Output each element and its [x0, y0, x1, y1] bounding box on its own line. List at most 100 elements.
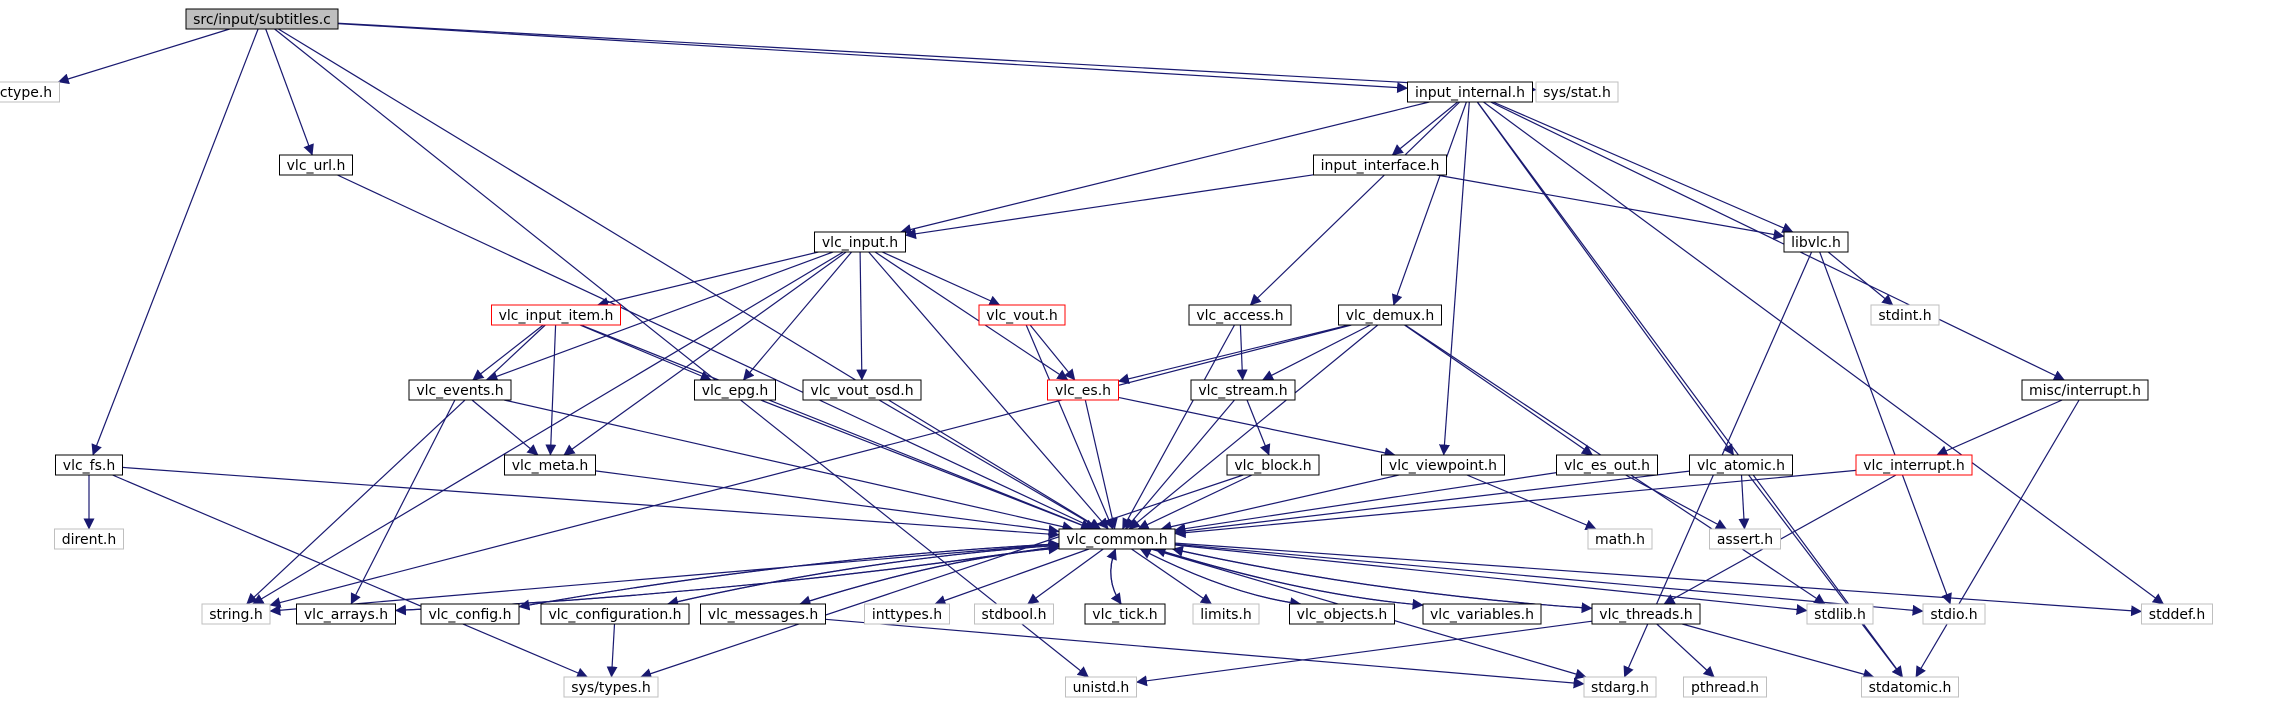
edge-root-to-input_internal	[337, 23, 1409, 94]
node-label: vlc_tick.h	[1092, 607, 1157, 623]
node-box	[1407, 81, 1533, 103]
node-vlc-stream[interactable]: vlc_stream.h	[1190, 379, 1296, 401]
edge-vlc_configuration-to-vlc_common	[667, 540, 1060, 605]
edge-vlc_common-to-stdlib	[1174, 544, 1808, 615]
node-vlc-viewpoint[interactable]: vlc_viewpoint.h	[1381, 454, 1505, 476]
node-label: stdlib.h	[1814, 607, 1866, 623]
edge-vlc_objects-to-vlc_common	[1139, 548, 1301, 605]
node-label: vlc_demux.h	[1346, 308, 1435, 324]
node-vlc-variables[interactable]: vlc_variables.h	[1422, 603, 1542, 625]
edge-vlc_block-to-vlc_common	[1137, 474, 1253, 530]
node-input-internal[interactable]: input_internal.h	[1407, 81, 1533, 103]
node-box	[0, 81, 60, 103]
edge-root-to-sys_stat	[337, 22, 1537, 95]
edge-vlc_es_out-to-assert	[1625, 474, 1727, 530]
node-box	[974, 603, 1054, 625]
node-vlc-input[interactable]: vlc_input.h	[814, 231, 906, 253]
node-vlc-input-item[interactable]: vlc_input_item.h	[491, 304, 621, 326]
edge-root-to-unistd	[274, 28, 1089, 678]
node-input-interface[interactable]: input_interface.h	[1313, 154, 1447, 176]
edge-vlc_tick-to-vlc_common	[1106, 548, 1122, 605]
node-label: vlc_epg.h	[702, 383, 769, 399]
node-label: pthread.h	[1691, 680, 1759, 696]
edge-input_internal-to-vlc_demux	[1391, 101, 1467, 306]
edge-misc_interrupt-to-vlc_interrupt	[1936, 399, 2063, 456]
node-box	[700, 603, 826, 625]
edge-vlc_input-to-vlc_es	[874, 251, 1069, 381]
node-label: vlc_es.h	[1055, 383, 1111, 399]
node-label: stdio.h	[1930, 607, 1977, 623]
node-box	[420, 603, 520, 625]
edge-vlc_common-to-vlc_objects	[1140, 548, 1302, 609]
node-vlc-tick[interactable]: vlc_tick.h	[1084, 603, 1166, 625]
node-vlc-interrupt[interactable]: vlc_interrupt.h	[1855, 454, 1973, 476]
edge-vlc_es_out-to-vlc_common	[1174, 472, 1557, 535]
node-vlc-atomic[interactable]: vlc_atomic.h	[1689, 454, 1793, 476]
node-box	[491, 304, 621, 326]
node-stdio: stdio.h	[1922, 603, 1986, 625]
node-label: stdarg.h	[1591, 680, 1649, 696]
node-box	[55, 454, 123, 476]
node-libvlc[interactable]: libvlc.h	[1783, 231, 1849, 253]
node-stdbool: stdbool.h	[974, 603, 1054, 625]
edges-layer	[57, 22, 2164, 689]
node-vlc-epg[interactable]: vlc_epg.h	[694, 379, 776, 401]
node-vlc-threads[interactable]: vlc_threads.h	[1591, 603, 1701, 625]
edge-vlc_url-to-vlc_common	[337, 174, 1097, 530]
node-vlc-vout[interactable]: vlc_vout.h	[978, 304, 1066, 326]
node-label: dirent.h	[62, 532, 117, 548]
edge-vlc_threads-to-stdatomic	[1682, 623, 1875, 680]
node-vlc-objects[interactable]: vlc_objects.h	[1289, 603, 1395, 625]
edge-input_internal-to-libvlc	[1492, 101, 1794, 233]
node-vlc-url[interactable]: vlc_url.h	[279, 154, 353, 176]
node-stdarg: stdarg.h	[1583, 676, 1657, 698]
node-vlc-arrays[interactable]: vlc_arrays.h	[296, 603, 396, 625]
node-label: vlc_events.h	[416, 383, 503, 399]
node-vlc-messages[interactable]: vlc_messages.h	[700, 603, 826, 625]
node-label: vlc_block.h	[1234, 458, 1311, 474]
edge-vlc_epg-to-vlc_common	[760, 399, 1092, 531]
node-root[interactable]: src/input/subtitles.c	[185, 8, 339, 30]
edge-vlc_atomic-to-assert	[1738, 474, 1750, 530]
node-box	[1855, 454, 1973, 476]
node-box	[1192, 603, 1260, 625]
node-misc-interrupt[interactable]: misc/interrupt.h	[2021, 379, 2149, 401]
node-label: stddef.h	[2149, 607, 2205, 623]
node-vlc-es-out[interactable]: vlc_es_out.h	[1556, 454, 1658, 476]
node-box	[2021, 379, 2149, 401]
node-box	[1556, 454, 1658, 476]
edge-vlc_es-to-vlc_viewpoint	[1118, 396, 1396, 459]
edge-vlc_access-to-vlc_stream	[1236, 324, 1248, 381]
node-vlc-configuration[interactable]: vlc_configuration.h	[540, 603, 690, 625]
node-vlc-es[interactable]: vlc_es.h	[1047, 379, 1119, 401]
edge-vlc_events-to-vlc_common	[503, 399, 1074, 533]
edge-vlc_fs-to-vlc_common	[122, 466, 1060, 540]
node-vlc-config[interactable]: vlc_config.h	[420, 603, 520, 625]
node-vlc-common[interactable]: vlc_common.h	[1058, 528, 1176, 550]
edge-vlc_variables-to-vlc_common	[1154, 546, 1424, 606]
node-pthread: pthread.h	[1683, 676, 1767, 698]
node-box	[1338, 304, 1442, 326]
edge-vlc_input_item-to-vlc_events	[472, 324, 544, 381]
node-box	[1535, 81, 1619, 103]
node-limits: limits.h	[1192, 603, 1260, 625]
edge-libvlc-to-stdint	[1827, 251, 1894, 306]
node-vlc-meta[interactable]: vlc_meta.h	[504, 454, 596, 476]
edge-vlc_input_item-to-string	[246, 324, 546, 605]
node-label: stdatomic.h	[1869, 680, 1952, 696]
node-vlc-vout-osd[interactable]: vlc_vout_osd.h	[802, 379, 922, 401]
edge-vlc_access-to-vlc_common	[1121, 324, 1236, 530]
node-vlc-fs[interactable]: vlc_fs.h	[55, 454, 123, 476]
node-label: vlc_messages.h	[708, 607, 818, 623]
node-vlc-access[interactable]: vlc_access.h	[1188, 304, 1292, 326]
node-box	[1861, 676, 1959, 698]
edge-vlc_vout-to-vlc_common	[1025, 324, 1114, 530]
node-label: vlc_access.h	[1196, 308, 1283, 324]
edge-vlc_events-to-vlc_arrays	[350, 399, 456, 605]
node-box	[1058, 528, 1176, 550]
node-vlc-demux[interactable]: vlc_demux.h	[1338, 304, 1442, 326]
node-vlc-events[interactable]: vlc_events.h	[408, 379, 512, 401]
node-vlc-block[interactable]: vlc_block.h	[1226, 454, 1320, 476]
node-box	[563, 676, 659, 698]
node-label: vlc_es_out.h	[1564, 458, 1650, 474]
